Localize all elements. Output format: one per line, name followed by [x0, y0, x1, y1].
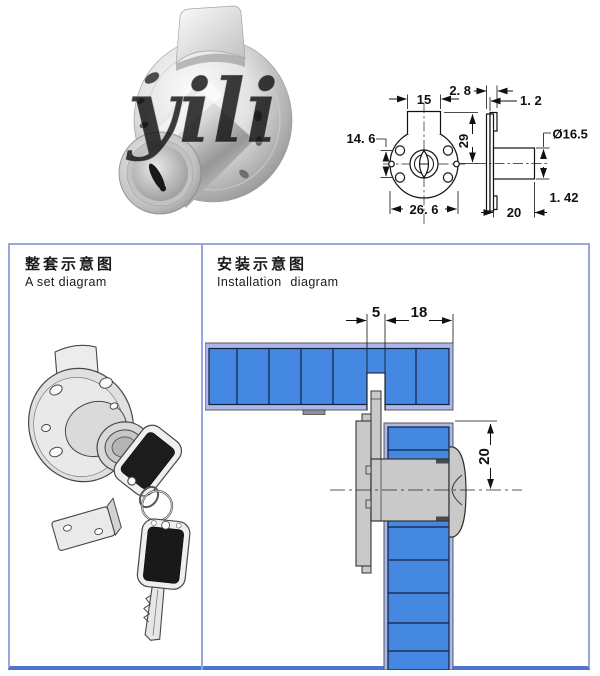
mounting-holes-iso — [41, 377, 119, 458]
board-section-lines — [388, 449, 449, 652]
dim-cylinder-diameter — [536, 132, 551, 180]
flange-screw-holes — [137, 72, 263, 179]
spare-key — [136, 518, 191, 641]
dim-label-1-2: 1. 2 — [520, 93, 542, 108]
strike-plate-edge — [302, 409, 326, 415]
install-panel-header: 安装示意图 Installation diagram — [217, 253, 338, 289]
dim-hole-spacing — [376, 138, 392, 178]
board-section-lines — [236, 348, 417, 405]
cap-chevron — [451, 474, 463, 506]
cabinet-top-panel — [205, 342, 454, 415]
strike-plate — [51, 497, 122, 551]
dim-tab-width — [389, 94, 459, 109]
dim-label-depth: 20 — [476, 448, 493, 465]
installation-diagram: 5 18 20 — [205, 304, 522, 670]
side-view — [474, 85, 551, 218]
latch-bolt — [175, 5, 246, 66]
install-title-zh: 安装示意图 — [217, 256, 308, 273]
dim-label-26-6: 26. 6 — [410, 202, 439, 217]
set-diagram-illustration — [28, 344, 191, 641]
dim-total-thickness — [474, 85, 513, 109]
keyhole — [148, 163, 167, 192]
dim-label-14-6: 14. 6 — [347, 131, 376, 146]
dim-label-notch: 5 — [372, 304, 380, 321]
set-panel-header: 整套示意图 A set diagram — [25, 253, 115, 289]
dim-label-dia-16-5: Ø16.5 — [553, 127, 588, 142]
lock-photo-illustration: yili — [118, 5, 293, 215]
dim-label-1-42: 1. 42 — [550, 190, 579, 205]
inserted-key — [113, 424, 183, 497]
keyhole-front — [409, 149, 439, 179]
dim-plate-thickness — [489, 97, 517, 111]
dim-label-20: 20 — [507, 205, 521, 220]
dim-label-15: 15 — [417, 92, 431, 107]
dim-label-offset: 18 — [411, 304, 428, 321]
latch-bar — [370, 390, 382, 464]
outer-cap — [448, 446, 467, 538]
dimension-drawing: 15 29 14. 6 26. 6 2. 8 1. 2 Ø16.5 1. 42 … — [347, 83, 588, 227]
watermark-text: yili — [125, 59, 278, 163]
product-photo: yili — [118, 5, 293, 215]
set-title-en: A set diagram — [25, 275, 107, 289]
dim-label-2-8: 2. 8 — [449, 83, 471, 98]
install-dimensions — [346, 314, 497, 489]
key-teeth — [143, 594, 152, 623]
key-shaft — [144, 586, 165, 641]
dim-height — [444, 112, 478, 164]
latch-shadow — [176, 53, 245, 71]
flange-plate — [355, 420, 372, 567]
front-view — [376, 94, 478, 227]
install-dimension-labels: 5 18 20 — [372, 304, 493, 465]
dim-diameter — [389, 191, 459, 214]
barrel-highlight — [150, 82, 223, 148]
dimension-labels: 15 29 14. 6 26. 6 2. 8 1. 2 Ø16.5 1. 42 … — [347, 83, 588, 220]
install-title-en: Installation diagram — [217, 275, 339, 289]
dim-cylinder-length — [481, 182, 547, 218]
set-title-zh: 整套示意图 — [25, 256, 116, 273]
cylinder-face-inner — [132, 145, 188, 201]
dim-label-29: 29 — [456, 134, 471, 148]
mounting-holes — [388, 145, 460, 183]
panel-divider — [201, 243, 203, 670]
